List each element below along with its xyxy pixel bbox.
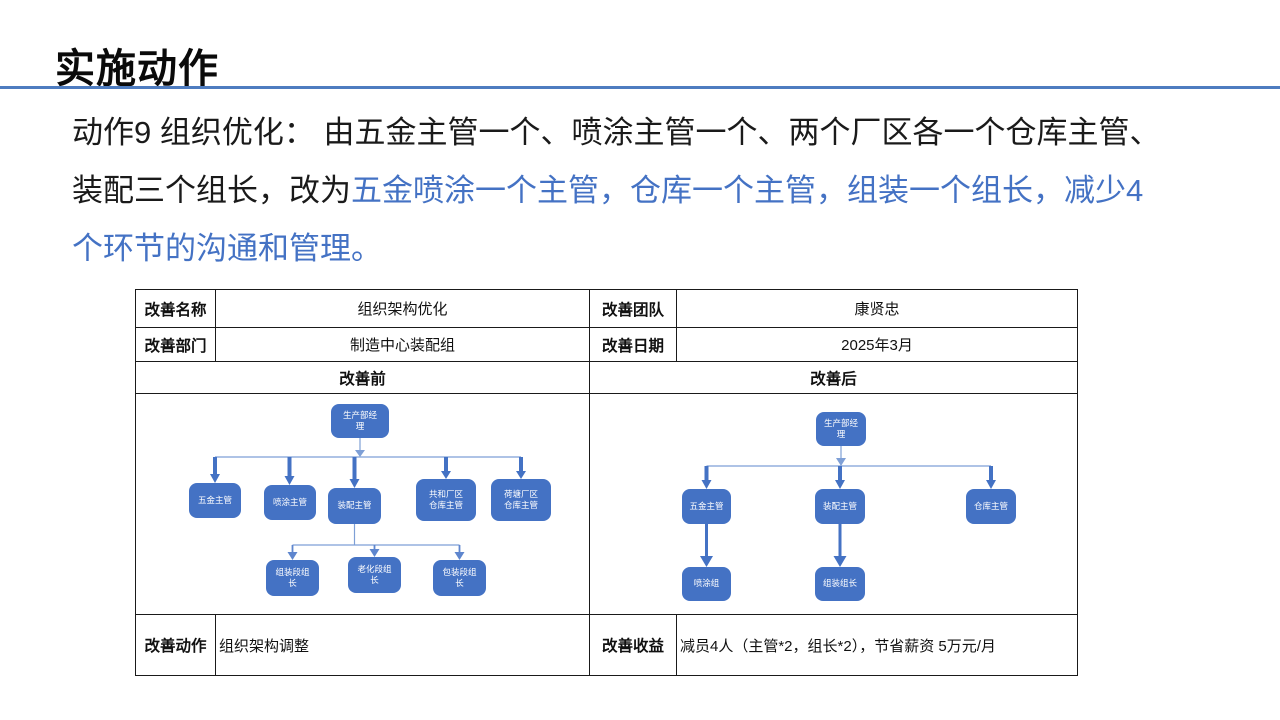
action-paragraph: 动作9 组织优化： 由五金主管一个、喷涂主管一个、两个厂区各一个仓库主管、 装配… — [72, 104, 1202, 278]
paragraph-line-2: 装配三个组长，改为五金喷涂一个主管，仓库一个主管，组装一个组长，减少4 — [72, 162, 1202, 220]
paragraph-highlight-text: 个环节的沟通和管理。 — [72, 231, 382, 266]
improve-name-value: 组织架构优化 — [216, 290, 589, 327]
benefit-label: 改善收益 — [590, 615, 676, 675]
node-gonghe-warehouse-supervisor: 共和厂区 仓库主管 — [416, 479, 476, 521]
node-assembly-section-leader: 组装段组 长 — [266, 560, 319, 596]
paragraph-black-text: 动作9 组织优化： 由五金主管一个、喷涂主管一个、两个厂区各一个仓库主管、 — [72, 115, 1161, 150]
node-assembly-supervisor: 装配主管 — [328, 488, 381, 524]
action-value: 组织架构调整 — [216, 615, 589, 675]
node-aging-section-leader: 老化段组 长 — [348, 557, 401, 593]
improvement-table: 改善名称 组织架构优化 改善团队 康贤忠 改善部门 制造中心装配组 改善日期 2… — [135, 289, 1078, 676]
paragraph-line-1: 动作9 组织优化： 由五金主管一个、喷涂主管一个、两个厂区各一个仓库主管、 — [72, 104, 1202, 162]
paragraph-black-text: 装配三个组长，改为 — [72, 173, 351, 208]
after-header: 改善后 — [590, 362, 1077, 393]
date-label: 改善日期 — [590, 328, 676, 361]
node-production-manager: 生产部经 理 — [331, 404, 389, 438]
node-packing-section-leader: 包装段组 长 — [433, 560, 486, 596]
node-assembly-group-leader: 组装组长 — [815, 567, 865, 601]
benefit-value: 减员4人（主管*2，组长*2），节省薪资 5万元/月 — [677, 615, 1077, 675]
paragraph-highlight-text: 五金喷涂一个主管，仓库一个主管，组装一个组长，减少4 — [351, 173, 1144, 208]
org-chart-after: 生产部经 理 五金主管 装配主管 仓库主管 喷涂组 组装组长 — [590, 394, 1077, 614]
node-spray-supervisor: 喷涂主管 — [264, 485, 316, 520]
action-label: 改善动作 — [136, 615, 215, 675]
title-underline — [0, 86, 1280, 89]
org-chart-before: 生产部经 理 五金主管 喷涂主管 装配主管 共和厂区 仓库主管 荷塘厂区 仓库主… — [136, 394, 589, 614]
node-hardware-supervisor: 五金主管 — [189, 483, 241, 518]
team-value: 康贤忠 — [677, 290, 1077, 327]
node-assembly-supervisor: 装配主管 — [815, 489, 865, 524]
node-spray-group: 喷涂组 — [682, 567, 731, 601]
improve-name-label: 改善名称 — [136, 290, 215, 327]
paragraph-line-3: 个环节的沟通和管理。 — [72, 220, 1202, 278]
dept-label: 改善部门 — [136, 328, 215, 361]
team-label: 改善团队 — [590, 290, 676, 327]
date-value: 2025年3月 — [677, 328, 1077, 361]
dept-value: 制造中心装配组 — [216, 328, 589, 361]
node-hetang-warehouse-supervisor: 荷塘厂区 仓库主管 — [491, 479, 551, 521]
node-warehouse-supervisor: 仓库主管 — [966, 489, 1016, 524]
node-hardware-supervisor: 五金主管 — [682, 489, 731, 524]
org-chart-after-connectors — [700, 446, 996, 567]
node-production-manager: 生产部经 理 — [816, 412, 866, 446]
page-title: 实施动作 — [55, 47, 219, 91]
before-header: 改善前 — [136, 362, 589, 393]
org-chart-before-connectors — [210, 438, 526, 560]
